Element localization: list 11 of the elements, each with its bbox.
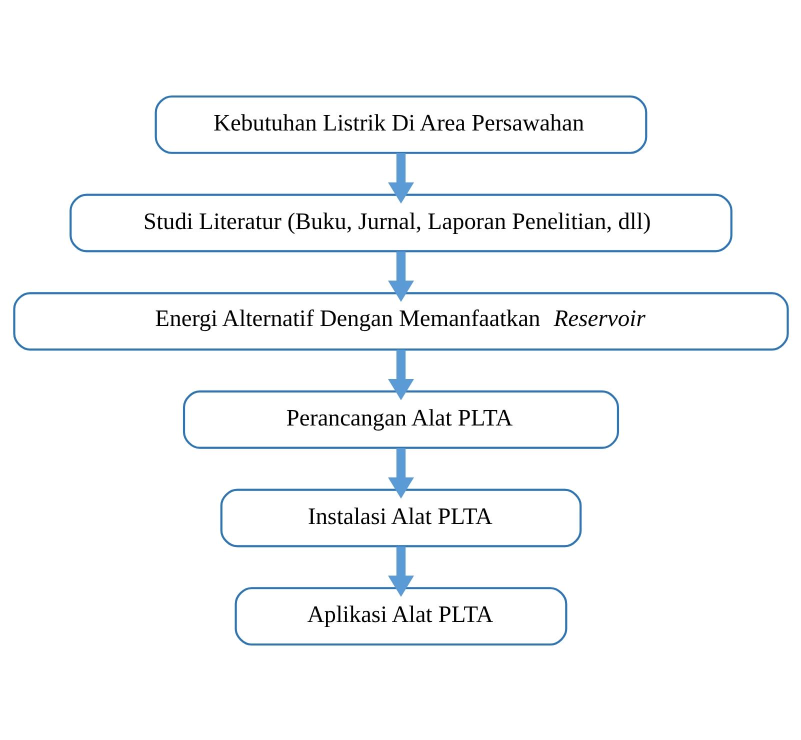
node-box: Energi Alternatif Dengan Memanfaatkan Reservoir <box>12 292 788 350</box>
node-box: Studi Literatur (Buku, Jurnal, Laporan Penelitian, dll) <box>69 193 732 252</box>
arrow <box>388 448 414 498</box>
node-box: Kebutuhan Listrik Di Area Persawahan <box>154 94 647 154</box>
node-box: Instalasi Alat PLTA <box>220 488 582 547</box>
node-box: Perancangan Alat PLTA <box>182 390 619 448</box>
arrow <box>388 349 414 400</box>
arrow <box>388 152 414 204</box>
arrow <box>388 250 414 302</box>
node-box: Aplikasi Alat PLTA <box>234 586 567 646</box>
arrow <box>388 546 414 596</box>
